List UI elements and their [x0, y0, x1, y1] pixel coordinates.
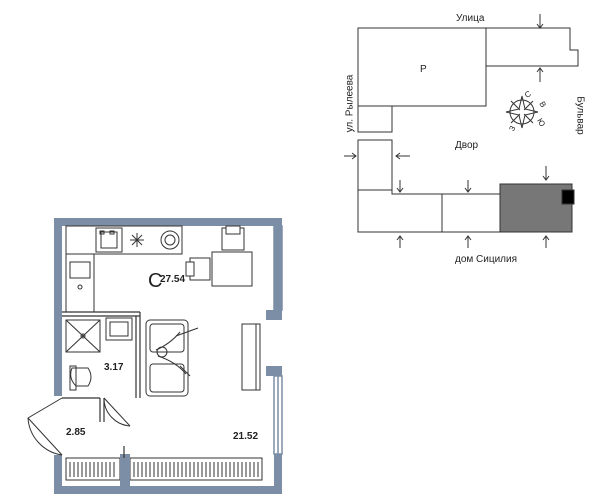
- compass-rose: [505, 95, 539, 129]
- doors: [27, 397, 131, 456]
- street-bottom-label: дом Сицилия: [455, 254, 518, 265]
- street-left-label: ул. Рылеева: [344, 74, 356, 133]
- street-right-label: Бульвар: [574, 96, 586, 135]
- total-area-letter: C: [148, 270, 163, 292]
- street-top-label: Улица: [456, 13, 485, 24]
- bathroom-fixtures: [65, 317, 133, 391]
- total-area-value: 27.54: [160, 274, 186, 285]
- hall-area-value: 2.85: [66, 427, 86, 438]
- right-window: [273, 225, 283, 455]
- building-letter: Р: [420, 64, 427, 75]
- yard-label: Двор: [455, 140, 479, 151]
- site-plan: [344, 14, 579, 248]
- kitchen-counter: [65, 225, 183, 313]
- tv-unit: [241, 323, 261, 391]
- living-area-value: 21.52: [233, 431, 259, 442]
- bottom-radiator-right: [129, 457, 263, 481]
- bathroom-area-value: 3.17: [104, 362, 124, 373]
- dining-table: [185, 225, 253, 287]
- sofa: [145, 319, 199, 397]
- bottom-radiator-left: [65, 457, 121, 481]
